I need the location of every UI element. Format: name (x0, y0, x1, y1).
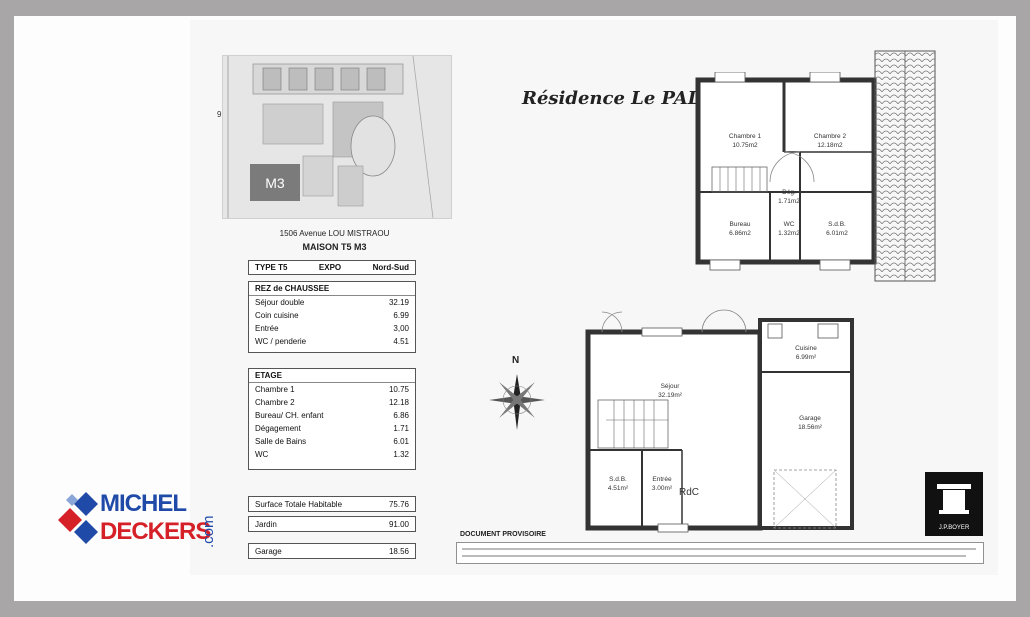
expo-value: Nord-Sud (372, 263, 409, 272)
house-name: MAISON T5 M3 (302, 242, 367, 252)
room-degagement: Dég.1.71m2 (778, 189, 800, 205)
compass-north-label: N (512, 355, 520, 366)
upper-floor-heading: ETAGE (249, 369, 415, 383)
agency-logo-diamonds-icon (58, 492, 98, 544)
roof-tiles-drawing (874, 50, 936, 282)
site-plan-drawing (227, 56, 434, 218)
address: 1506 Avenue LOU MISTRAOU (279, 229, 390, 238)
expo-label: EXPO (318, 263, 342, 272)
type-label: TYPE T5 (255, 263, 288, 272)
room-sdb-upper: S.d.B.6.01m2 (826, 221, 848, 237)
level-label: RdC (679, 487, 700, 498)
type-expo-row: TYPE T5 EXPO Nord-Sud (248, 260, 416, 275)
fine-print-notice (456, 542, 984, 564)
site-plan-thumbnail (222, 55, 452, 219)
column-icon (937, 484, 971, 514)
ground-floor-heading: REZ de CHAUSSEE (249, 282, 415, 296)
compass-rose-icon (489, 374, 545, 430)
agency-logo-line2: DECKERS (100, 518, 211, 545)
document-status: DOCUMENT PROVISOIRE (460, 531, 546, 538)
ground-floor-plan (585, 309, 854, 533)
upper-floor-plan (695, 72, 877, 271)
agency-logo-suffix: .com (200, 515, 217, 548)
site-plan-margin-mark: 9 (217, 110, 222, 119)
architect-name: J.P.BOYER (938, 525, 970, 531)
room-sdb-ground: S.d.B.4.51m² (607, 476, 629, 492)
architect-logo: J.P.BOYER (925, 472, 983, 536)
lot-m3-marker: M3 (250, 164, 300, 201)
agency-logo-line1: MICHEL (100, 490, 187, 517)
residence-title: Résidence Le PALMA (522, 88, 735, 109)
